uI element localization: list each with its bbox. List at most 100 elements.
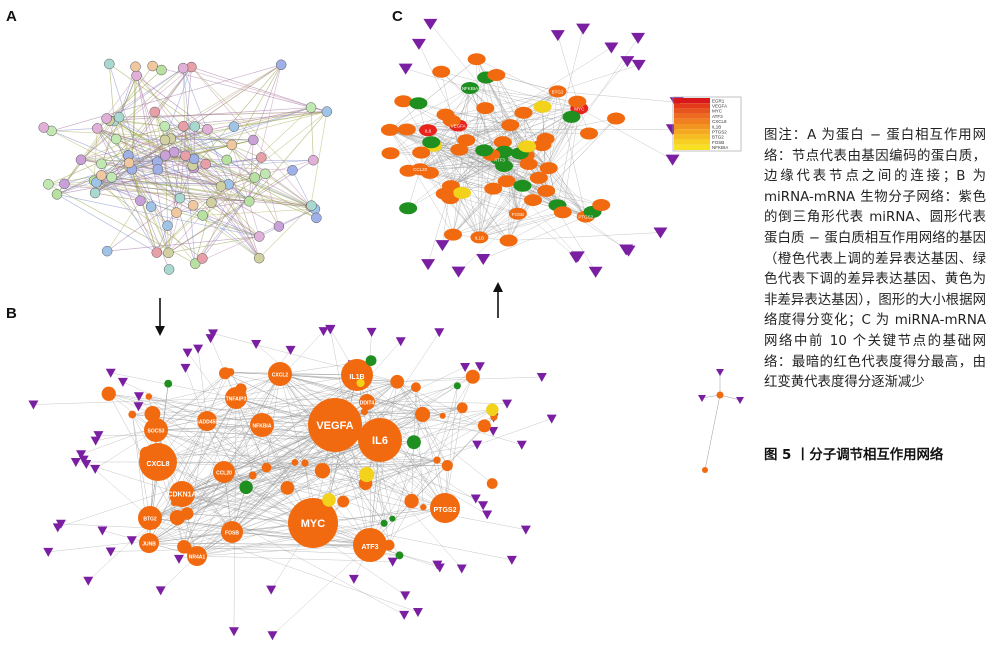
gene-node: [365, 355, 377, 367]
ppi-node: [197, 253, 208, 264]
ppi-node: [275, 59, 287, 71]
mirna-node: [434, 563, 445, 573]
gene-node: [406, 435, 421, 450]
mirna-node: [631, 59, 646, 71]
gene-node: [433, 456, 441, 464]
gene-node: [397, 123, 416, 136]
gene-node: [189, 551, 200, 563]
mirna-node: [180, 363, 191, 373]
mirna-node: [411, 38, 426, 50]
ppi-node: [256, 152, 267, 163]
arrow-a-to-b: [155, 298, 165, 336]
ppi-node: [75, 154, 87, 166]
gene-label: IL1B: [349, 374, 364, 381]
ppi-node: [168, 146, 180, 158]
mirna-node: [653, 227, 668, 239]
mirna-node: [83, 576, 94, 586]
gene-label: IL6: [425, 128, 432, 133]
ppi-node: [171, 207, 182, 218]
gene-label: GADD45B: [195, 420, 219, 426]
gene-label: DDIT4: [360, 401, 375, 407]
gene-node: [390, 374, 405, 389]
ppi-node: [308, 154, 319, 166]
gene-node: [607, 112, 626, 125]
ppi-node: [159, 134, 171, 146]
gene-label: BTG2: [552, 89, 564, 94]
mirna-node: [395, 337, 406, 347]
gene-node: [381, 147, 400, 160]
gene-node: [441, 459, 453, 472]
mirna-node: [421, 259, 436, 271]
ppi-node: [101, 113, 112, 124]
gene-node: [144, 406, 161, 422]
legend-swatch: [674, 108, 710, 114]
gene-label: TNFAIP3: [226, 397, 247, 403]
ppi-node: [149, 106, 160, 118]
mirna-node: [435, 240, 450, 252]
gene-node: [179, 541, 192, 554]
gene-node: [394, 95, 413, 108]
mirna-node: [631, 32, 646, 44]
gene-node: [337, 495, 350, 508]
gene-node: [475, 144, 494, 157]
gene-node: [197, 411, 217, 431]
gene-node: [412, 146, 431, 159]
ppi-node: [96, 170, 107, 181]
mirna-node: [133, 392, 144, 402]
gene-node: [524, 194, 543, 207]
gene-node: [432, 65, 451, 78]
ppi-node: [189, 258, 201, 269]
panel-c-label: C: [392, 8, 403, 25]
mirna-node: [451, 266, 466, 278]
gene-node: [422, 136, 441, 149]
ppi-node: [163, 264, 175, 275]
mirna-node: [173, 554, 184, 564]
gene-node: [592, 198, 611, 211]
gene-node: [486, 478, 498, 489]
gene-node: [219, 367, 232, 380]
gene-label: CXCL8: [147, 461, 170, 468]
gene-label: ATF3: [362, 544, 379, 551]
gene-node: [128, 410, 137, 419]
ppi-node: [151, 247, 163, 258]
gene-node: [291, 458, 299, 466]
legend-label: VEGFA: [712, 104, 727, 109]
gene-label: MYC: [574, 106, 585, 111]
gene-node: [235, 383, 247, 395]
gene-node: [460, 82, 479, 95]
gene-node: [457, 134, 476, 147]
gene-node: [359, 466, 375, 483]
ppi-node: [215, 181, 227, 192]
legend-label: IL1B: [712, 124, 721, 129]
gene-node: [380, 519, 388, 527]
mirna-node: [267, 631, 278, 641]
ppi-node: [200, 158, 211, 170]
mirna-node: [97, 526, 108, 536]
legend-swatch: [674, 124, 710, 130]
gene-node: [359, 394, 375, 410]
gene-label: FOSB: [225, 531, 239, 537]
gene-node: [436, 108, 455, 121]
legend-label: ATF3: [712, 114, 723, 119]
gene-node: [280, 481, 295, 495]
ppi-node: [226, 139, 238, 151]
gene-node: [548, 85, 567, 98]
ppi-node: [178, 121, 189, 132]
gene-node: [453, 382, 461, 390]
mirna-node: [478, 501, 489, 511]
ppi-node: [287, 165, 298, 176]
gene-node: [518, 140, 537, 153]
ppi-node: [145, 201, 157, 212]
mirna-node: [412, 608, 423, 618]
mirna-node: [736, 397, 744, 404]
gene-node: [419, 124, 438, 137]
gene-node: [568, 95, 587, 108]
mirna-node: [182, 348, 193, 358]
ppi-node: [273, 221, 285, 232]
legend-swatch: [674, 113, 710, 119]
mirna-node: [133, 402, 144, 412]
gene-node: [319, 533, 328, 542]
legend-swatch: [674, 134, 710, 140]
gene-label: FOSB: [512, 212, 524, 217]
mirna-node: [619, 244, 634, 256]
